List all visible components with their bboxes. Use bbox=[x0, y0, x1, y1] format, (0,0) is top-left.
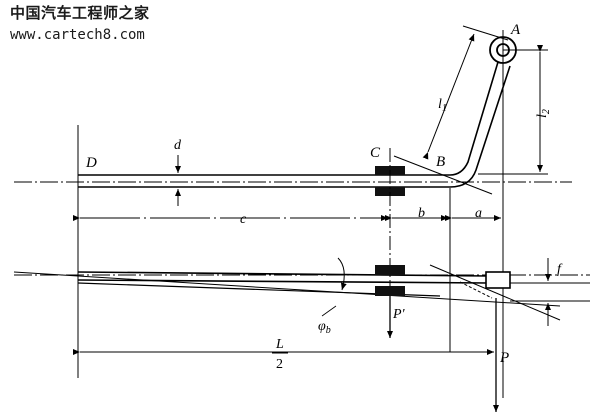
label-l1: l1 bbox=[438, 97, 447, 114]
top-view bbox=[14, 25, 572, 398]
label-point-d: D bbox=[85, 155, 97, 171]
label-c: c bbox=[240, 212, 247, 227]
dim-l1-ext2 bbox=[393, 155, 493, 195]
side-bushing-upper bbox=[375, 265, 405, 275]
dim-l1-arrow bbox=[422, 33, 475, 160]
label-f: f bbox=[557, 262, 563, 277]
label-point-a: A bbox=[510, 22, 521, 38]
bushing-c-lower bbox=[375, 187, 405, 196]
side-end-block bbox=[485, 271, 511, 289]
label-phi-b: φb bbox=[318, 319, 331, 336]
label-d: d bbox=[174, 138, 182, 153]
side-bar-upper bbox=[77, 271, 489, 277]
label-a: a bbox=[475, 206, 482, 221]
angle-leader bbox=[321, 305, 337, 317]
label-b: b bbox=[418, 206, 425, 221]
label-point-c: C bbox=[370, 145, 381, 161]
dim-l1-ext1 bbox=[462, 25, 509, 41]
side-deflected-line bbox=[13, 271, 561, 307]
label-point-b: B bbox=[436, 154, 445, 170]
label-L-numerator: L bbox=[275, 337, 284, 352]
label-load-p-prime: P' bbox=[392, 307, 406, 322]
angle-arc-phi bbox=[337, 257, 347, 291]
side-bushing-lower bbox=[375, 286, 405, 296]
lever-arm-inner bbox=[449, 65, 511, 188]
side-lever-tip-line bbox=[429, 264, 561, 321]
watermark-url: www.cartech8.com bbox=[10, 27, 145, 43]
side-bar-lower bbox=[77, 279, 489, 284]
dim-l1-line bbox=[445, 42, 476, 58]
label-l2: l2 bbox=[535, 109, 552, 118]
side-view bbox=[13, 257, 590, 412]
side-end-block-slope bbox=[459, 281, 493, 299]
label-L-denominator: 2 bbox=[276, 357, 283, 372]
label-load-p: P bbox=[499, 350, 509, 366]
watermark-site-name: 中国汽车工程师之家 bbox=[10, 4, 150, 22]
lever-arm-outer bbox=[449, 61, 499, 176]
